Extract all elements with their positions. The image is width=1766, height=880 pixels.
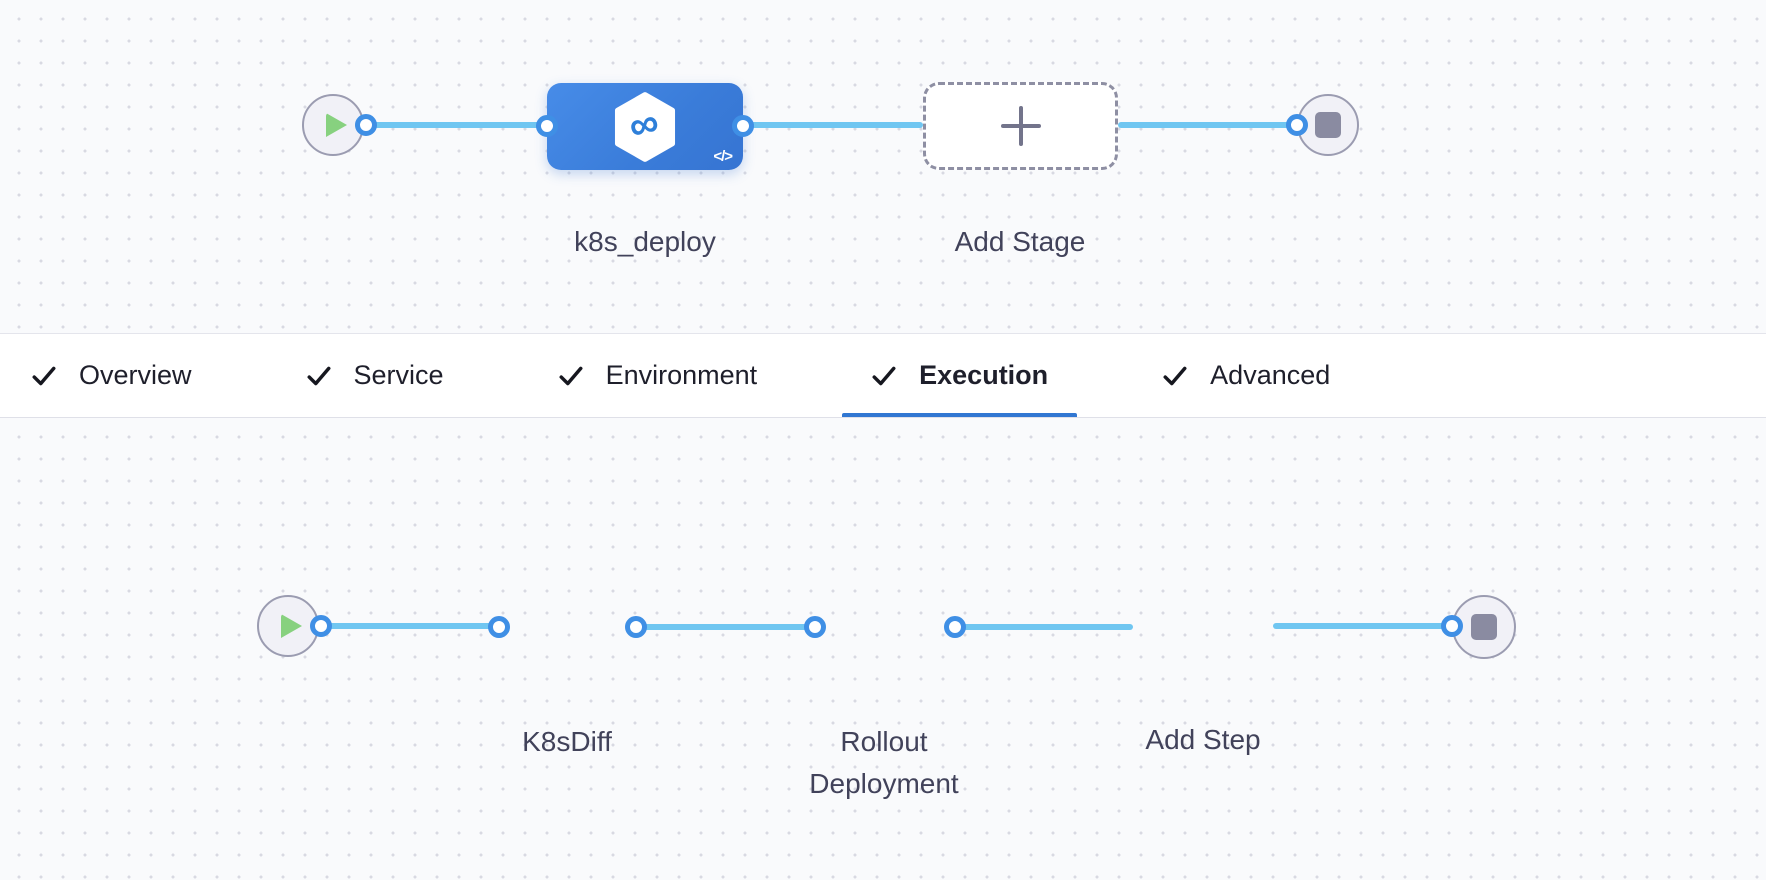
check-icon — [32, 366, 56, 385]
execution-start-node — [257, 595, 319, 657]
check-icon — [559, 366, 583, 385]
stage-node-k8s-deploy[interactable]: ∞ </> — [547, 83, 743, 170]
edge-addstage-to-end — [1118, 122, 1297, 128]
execution-canvas[interactable]: </> </> K8sDiff Rollout Deployment Add S… — [0, 418, 1766, 880]
add-stage-button[interactable] — [923, 82, 1118, 170]
stage-label: k8s_deploy — [574, 226, 716, 257]
stop-icon — [1471, 614, 1497, 640]
tab-overview[interactable]: Overview — [2, 334, 221, 417]
connector-dot — [536, 115, 558, 137]
stage-config-tabbar: Overview Service Environment Execution A — [0, 333, 1766, 418]
check-icon — [307, 366, 331, 385]
pipeline-start-node — [302, 94, 364, 156]
check-icon — [1163, 366, 1187, 385]
connector-dot — [944, 616, 966, 638]
connector-dot — [488, 616, 510, 638]
tab-advanced[interactable]: Advanced — [1133, 334, 1359, 417]
tab-label: Advanced — [1210, 360, 1331, 390]
edge-addstep-to-end — [1273, 623, 1452, 629]
step-label-k8sdiff: K8sDiff — [522, 726, 612, 757]
edge-start-to-stage — [366, 122, 547, 128]
connector-dot — [732, 115, 754, 137]
connector-dot — [310, 615, 332, 637]
edge-start-to-k8sdiff — [321, 623, 499, 629]
connector-dot — [625, 616, 647, 638]
edge-k8sdiff-to-rollout — [636, 624, 815, 630]
connector-dot — [1286, 114, 1308, 136]
connector-dot — [355, 114, 377, 136]
stop-icon — [1315, 112, 1341, 138]
play-icon — [281, 614, 302, 638]
tab-execution[interactable]: Execution — [842, 334, 1078, 417]
edge-rollout-to-addstep — [955, 624, 1133, 630]
connector-dot — [804, 616, 826, 638]
execution-end-node — [1452, 595, 1516, 659]
add-step-label: Add Step — [1145, 724, 1261, 755]
tab-label: Service — [353, 360, 444, 390]
stage-canvas[interactable]: ∞ </> k8s_deploy Add Stage — [0, 0, 1766, 333]
harness-hexagon-infinity-icon: ∞ — [614, 91, 676, 162]
plus-icon — [1000, 106, 1041, 146]
tab-label: Overview — [79, 360, 192, 390]
connector-dot — [1441, 615, 1463, 637]
tab-environment[interactable]: Environment — [529, 334, 787, 417]
add-stage-label: Add Stage — [954, 226, 1086, 257]
check-icon — [872, 366, 896, 385]
edge-stage-to-addstage — [743, 122, 923, 128]
tab-label: Execution — [919, 360, 1049, 390]
play-icon — [326, 113, 347, 137]
tab-service[interactable]: Service — [277, 334, 473, 417]
tab-label: Environment — [605, 360, 758, 390]
step-label-rollout-deployment: Rollout Deployment — [809, 726, 959, 799]
code-view-icon: </> — [713, 148, 733, 165]
